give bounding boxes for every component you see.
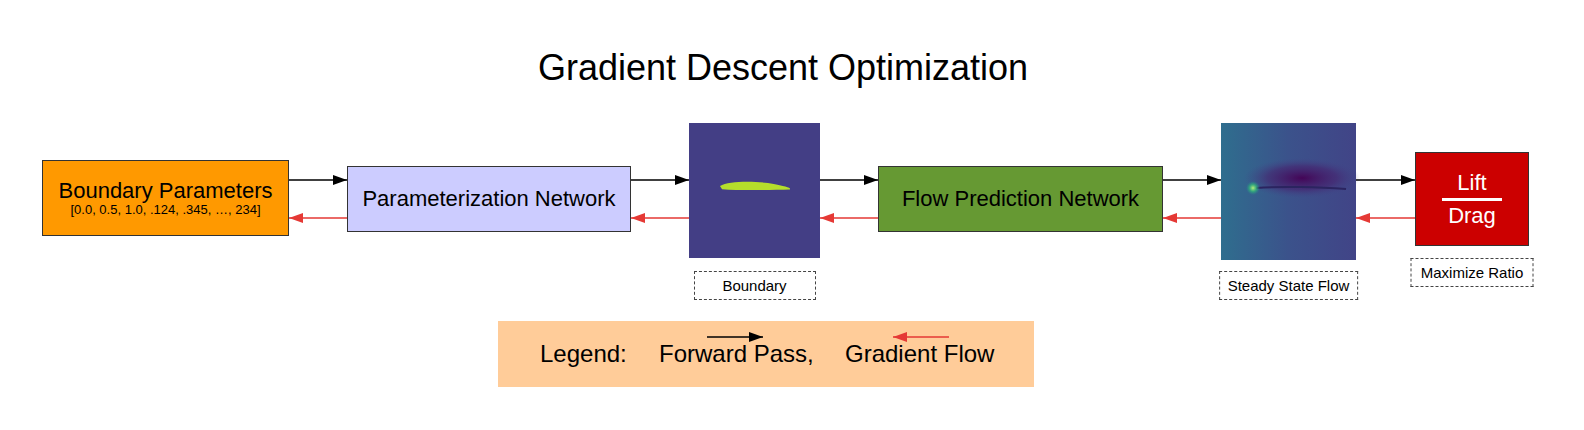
boundary-image	[689, 123, 820, 258]
process-box: Parameterization Network	[347, 166, 631, 232]
gradient-arrow	[820, 217, 878, 218]
box-label: Parameterization Network	[362, 186, 615, 211]
diagram-title: Gradient Descent Optimization	[0, 46, 1566, 90]
caption-label: Steady State Flow	[1228, 277, 1350, 294]
image-node: Boundary	[689, 123, 820, 258]
forward-arrow	[289, 179, 347, 180]
box-label: Lift	[1457, 170, 1486, 195]
legend-heading: Legend:	[540, 340, 627, 368]
gradient-arrow	[1356, 217, 1415, 218]
legend-entry: Gradient Flow	[845, 340, 994, 368]
caption-box: Maximize Ratio	[1411, 258, 1534, 287]
gradient-arrow	[1163, 217, 1221, 218]
image-node: Steady State Flow	[1221, 123, 1356, 260]
legend-arrow	[893, 336, 949, 337]
forward-arrow	[820, 179, 878, 180]
caption-box: Steady State Flow	[1219, 271, 1359, 300]
process-box: Flow Prediction Network	[878, 166, 1163, 232]
forward-arrow	[631, 179, 689, 180]
airfoil-shape	[720, 182, 790, 190]
legend-label: Gradient Flow	[845, 340, 994, 368]
forward-arrow	[1163, 179, 1221, 180]
caption-box: Boundary	[694, 271, 816, 300]
caption-label: Boundary	[703, 277, 807, 294]
process-box: Boundary Parameters[0.0, 0.5, 1.0, .124,…	[42, 160, 289, 236]
box-sublabel: [0.0, 0.5, 1.0, .124, .345, …, 234]	[70, 203, 260, 218]
stagnation-point	[1246, 181, 1260, 195]
legend-panel	[498, 321, 1034, 387]
gradient-arrow	[289, 217, 347, 218]
caption-label: Maximize Ratio	[1420, 264, 1525, 281]
legend-entry: Forward Pass,	[659, 340, 814, 368]
box-sublabel: Drag	[1448, 203, 1496, 228]
gradient-arrow	[631, 217, 689, 218]
legend-arrow	[707, 336, 763, 337]
fraction-bar	[1442, 198, 1502, 201]
box-label: Boundary Parameters	[59, 178, 273, 203]
forward-arrow	[1356, 179, 1415, 180]
flow-wake	[1244, 158, 1360, 198]
process-box: LiftDragMaximize Ratio	[1415, 152, 1529, 246]
legend-label: Forward Pass,	[659, 340, 814, 368]
flow-airfoil	[1256, 187, 1346, 189]
box-label: Flow Prediction Network	[902, 186, 1139, 211]
